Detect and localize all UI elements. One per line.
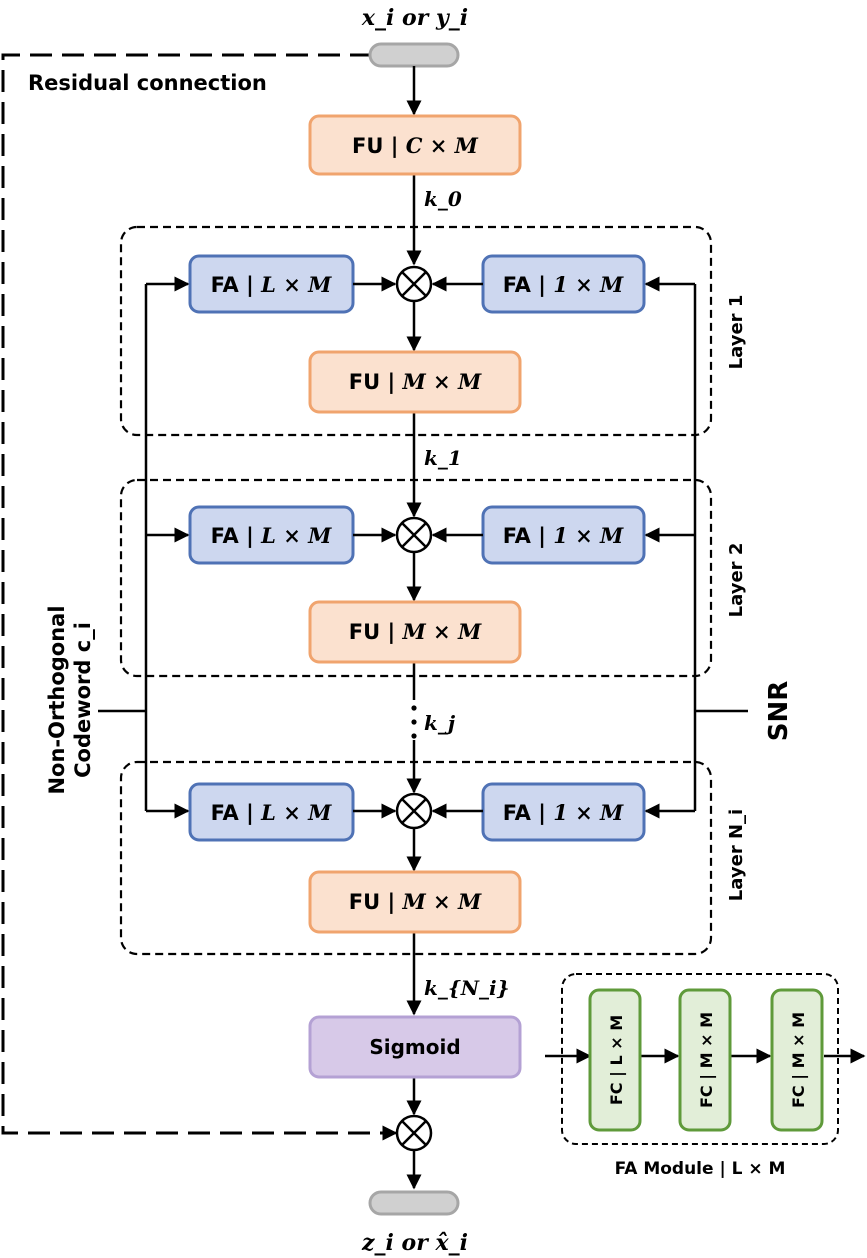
fa-left-2-dims: L × M	[260, 523, 332, 548]
svg-text:FA | 1 × M: FA | 1 × M	[503, 800, 624, 826]
fa-right-n-kind: FA	[503, 801, 532, 825]
multiply-node-1	[395, 265, 433, 303]
codeword-label-line2: Codeword c_i	[71, 622, 95, 778]
layer-2-frame	[119, 478, 713, 678]
svg-text:FU | M × M: FU | M × M	[349, 369, 482, 395]
snr-label: SNR	[764, 681, 794, 742]
fa-module-inset: FC | L × M FC | M × M FC | M × M FA Modu…	[545, 973, 866, 1179]
signal-k1: k_1	[424, 446, 462, 470]
layer-n: Layer N_i FA | L × M FA | 1 × M FU | M ×…	[119, 760, 747, 956]
svg-text:FA | 1 × M: FA | 1 × M	[503, 523, 624, 549]
layer-2: Layer 2 FA | L × M FA | 1 × M FU | M × M	[119, 478, 747, 678]
fa-left-1-kind: FA	[211, 273, 240, 297]
fa-right-2-kind: FA	[503, 524, 532, 548]
multiply-node-output	[395, 1114, 433, 1152]
fc-block-1	[588, 988, 642, 1132]
fa-module-caption: FA Module | L × M	[615, 1159, 786, 1179]
layer-1: Layer 1 FA | L × M FA | 1 × M FU | M × M	[119, 225, 747, 437]
fa-right-1-dims: 1 × M	[553, 272, 624, 297]
fc-block-2	[678, 988, 732, 1132]
fu-2-dims: M × M	[401, 619, 481, 644]
fa-left-2-kind: FA	[211, 524, 240, 548]
fa-left-n-dims: L × M	[260, 800, 332, 825]
layer-1-label: Layer 1	[726, 295, 747, 370]
fc-block-3	[770, 988, 824, 1132]
sigmoid-label: Sigmoid	[369, 1035, 460, 1059]
svg-text:FU | M × M: FU | M × M	[349, 619, 482, 645]
fa-module-frame	[561, 973, 839, 1145]
fu-1	[308, 350, 522, 414]
signal-kj: k_j	[424, 711, 456, 735]
fu-2	[308, 600, 522, 664]
fa-left-1-dims: L × M	[260, 272, 332, 297]
layer-2-label: Layer 2	[726, 543, 747, 618]
signal-kN: k_{N_i}	[424, 976, 509, 1000]
svg-text:FU | M × M: FU | M × M	[349, 889, 482, 915]
fa-right-2-dims: 1 × M	[553, 523, 624, 548]
codeword-label-line1: Non-Orthogonal	[45, 605, 69, 794]
fu-1-kind: FU	[349, 370, 380, 394]
svg-text:FA | 1 × M: FA | 1 × M	[503, 272, 624, 298]
fc-block-3-label: FC | M × M	[789, 1012, 809, 1108]
svg-text:FA | L × M: FA | L × M	[211, 800, 332, 826]
fu-first-kind: FU	[352, 134, 383, 158]
multiply-node-2	[395, 516, 433, 554]
fu-block-first: FU | C × M	[308, 114, 522, 176]
svg-text:FA | L × M: FA | L × M	[211, 272, 332, 298]
signal-k0: k_0	[424, 187, 462, 211]
sigmoid-block: Sigmoid	[308, 1015, 522, 1079]
fa-left-n-kind: FA	[211, 801, 240, 825]
layer-1-frame	[119, 225, 713, 437]
fu-1-dims: M × M	[401, 369, 481, 394]
output-terminal: z_i or x̂_i	[361, 1190, 468, 1256]
fa-right-1-kind: FA	[503, 273, 532, 297]
codeword-bus	[98, 276, 190, 819]
svg-text:FU | C × M: FU | C × M	[352, 133, 479, 159]
snr-bus	[644, 276, 748, 819]
fc-block-1-label: FC | L × M	[607, 1015, 627, 1105]
svg-text:FA | L × M: FA | L × M	[211, 523, 332, 549]
layer-n-frame	[119, 760, 713, 956]
output-label: z_i or x̂_i	[361, 1230, 468, 1256]
fu-n	[308, 870, 522, 934]
ellipsis-dots	[411, 705, 417, 739]
residual-label: Residual connection	[28, 71, 267, 95]
fu-n-kind: FU	[349, 890, 380, 914]
input-node	[368, 42, 460, 68]
fu-n-dims: M × M	[401, 889, 481, 914]
fu-2-kind: FU	[349, 620, 380, 644]
output-node	[368, 1190, 460, 1216]
residual-connection: Residual connection	[1, 53, 398, 1141]
fa-right-n-dims: 1 × M	[553, 800, 624, 825]
input-terminal: x_i or y_i	[361, 5, 468, 68]
layer-n-label: Layer N_i	[726, 809, 747, 901]
multiply-node-n	[395, 792, 433, 830]
fu-first-dims: C × M	[406, 133, 479, 158]
fc-block-2-label: FC | M × M	[697, 1012, 717, 1108]
input-label: x_i or y_i	[361, 5, 468, 31]
